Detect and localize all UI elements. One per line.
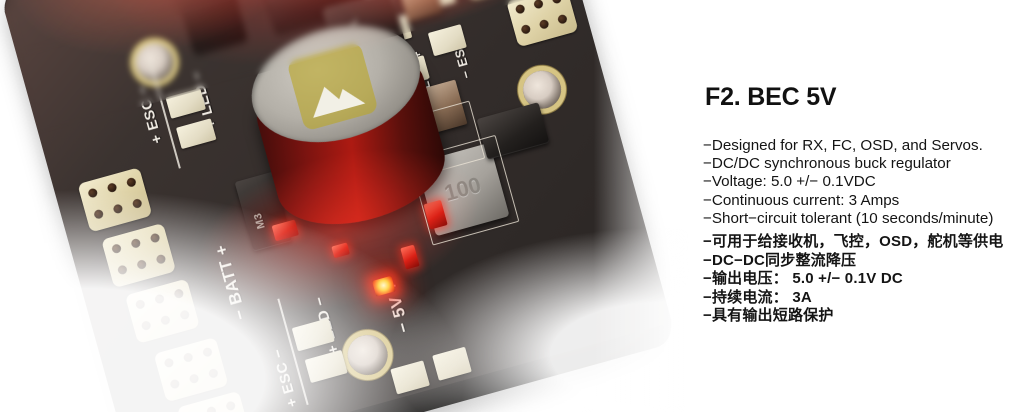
- spec-item: −Continuous current: 3 Amps: [703, 191, 900, 209]
- spec-item: −Short−circuit tolerant (10 seconds/minu…: [703, 209, 994, 227]
- spec-item-cn: −DC−DC同步整流降压: [703, 251, 857, 269]
- spec-list-english: −Designed for RX, FC, OSD, and Servos.−D…: [703, 137, 1027, 228]
- spec-item-cn: −具有输出短路保护: [703, 307, 834, 325]
- pcb-board: + ESC − + LED − − BATT + + ESC − + LED −…: [0, 0, 678, 412]
- product-photo: + ESC − + LED − − BATT + + ESC − + LED −…: [0, 0, 690, 412]
- spec-item-cn: −可用于给接收机，飞控，OSD，舵机等供电: [703, 233, 1004, 250]
- spec-item: −Voltage: 5.0 +/− 0.1VDC: [703, 173, 876, 191]
- watermark-logo: [286, 41, 379, 132]
- spec-panel: F2. BEC 5V −Designed for RX, FC, OSD, an…: [690, 0, 1030, 412]
- spec-item: −DC/DC synchronous buck regulator: [703, 155, 951, 173]
- page-title: F2. BEC 5V: [705, 83, 837, 111]
- spec-item-cn: −持续电流： 3A: [703, 288, 812, 306]
- spec-list-chinese: −可用于给接收机，飞控，OSD，舵机等供电−DC−DC同步整流降压−输出电压： …: [703, 233, 1027, 326]
- spec-item: −Designed for RX, FC, OSD, and Servos.: [703, 137, 983, 154]
- spec-item-cn: −输出电压： 5.0 +/− 0.1V DC: [703, 270, 903, 288]
